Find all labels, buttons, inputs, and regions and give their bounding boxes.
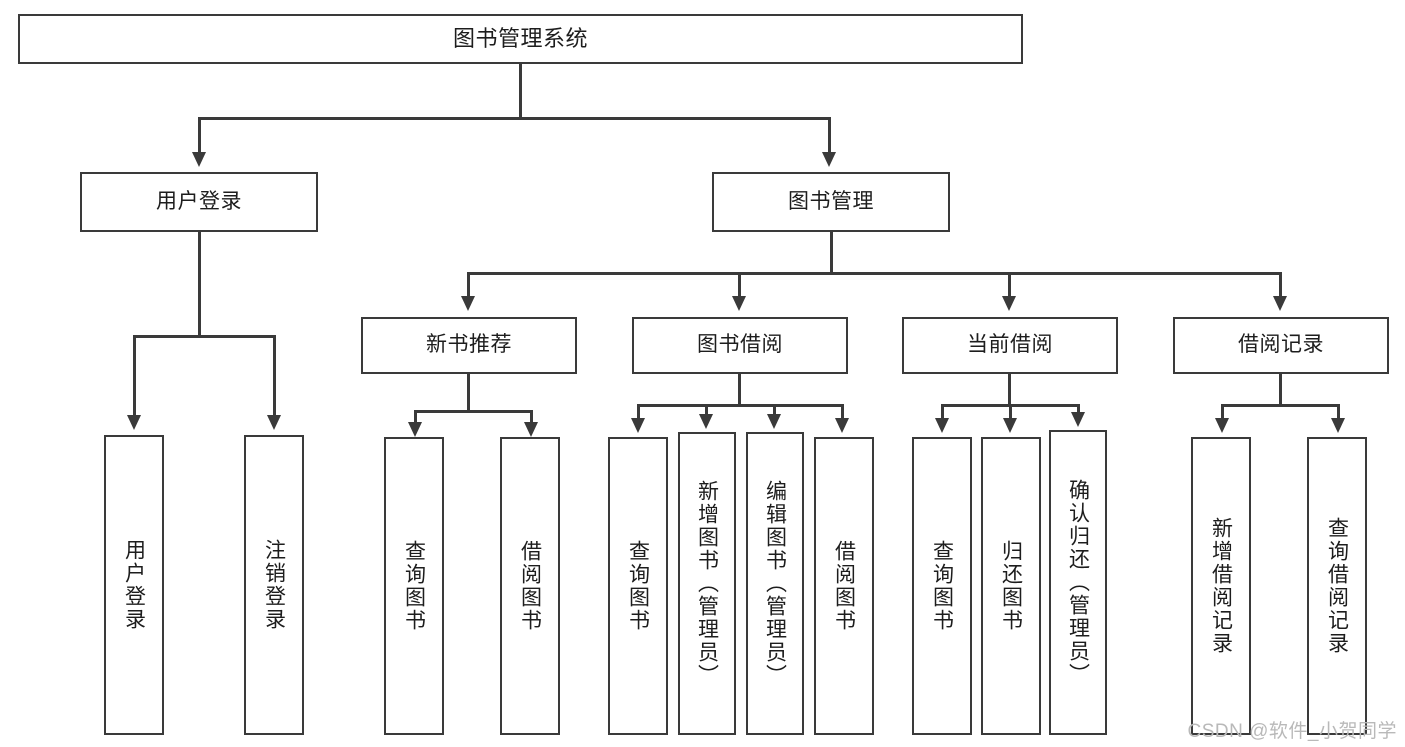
arrowhead-leaf-logout	[267, 415, 281, 430]
connector-book-borrow-drop-1	[637, 404, 640, 420]
node-current-borrow[interactable]: 当前借阅	[902, 317, 1118, 374]
arrowhead-leaf-confirm-return	[1071, 412, 1085, 427]
node-label: 借阅记录	[1238, 333, 1324, 357]
connector-book-borrow-drop-4	[841, 404, 844, 420]
node-leaf-borrow-book-2[interactable]: 借阅图书	[814, 437, 874, 735]
node-leaf-add-book[interactable]: 新增图书（管理员）	[678, 432, 736, 735]
node-leaf-return-book[interactable]: 归还图书	[981, 437, 1041, 735]
connector-book-borrow-drop-2	[705, 404, 708, 416]
arrowhead-leaf-user-login	[127, 415, 141, 430]
connector-to-current-borrow	[1008, 272, 1011, 298]
connector-new-book-drop-2	[530, 410, 533, 424]
node-label: 用户登录	[122, 539, 146, 631]
arrowhead-to-borrow-record	[1273, 296, 1287, 311]
node-leaf-logout[interactable]: 注销登录	[244, 435, 304, 735]
node-leaf-edit-book[interactable]: 编辑图书（管理员）	[746, 432, 804, 735]
node-label: 借阅图书	[832, 540, 856, 632]
connector-root-stem	[519, 64, 522, 117]
arrowhead-leaf-query-book-2	[631, 418, 645, 433]
connector-current-borrow-drop-2	[1009, 404, 1012, 420]
node-user-login[interactable]: 用户登录	[80, 172, 318, 232]
node-label: 新书推荐	[426, 333, 512, 357]
node-borrow-record[interactable]: 借阅记录	[1173, 317, 1389, 374]
connector-new-book-drop-1	[414, 410, 417, 424]
arrowhead-leaf-add-book	[699, 414, 713, 429]
node-label: 新增图书（管理员）	[695, 480, 719, 687]
node-leaf-query-book-2[interactable]: 查询图书	[608, 437, 668, 735]
arrowhead-to-book-borrow	[732, 296, 746, 311]
arrowhead-leaf-borrow-book-1	[524, 422, 538, 437]
node-leaf-query-record[interactable]: 查询借阅记录	[1307, 437, 1367, 735]
node-book-manage[interactable]: 图书管理	[712, 172, 950, 232]
connector-user-login-drop-1	[133, 335, 136, 417]
node-leaf-confirm-return[interactable]: 确认归还（管理员）	[1049, 430, 1107, 735]
arrowhead-leaf-return-book	[1003, 418, 1017, 433]
arrowhead-leaf-query-book-1	[408, 422, 422, 437]
node-root-book-management-system[interactable]: 图书管理系统	[18, 14, 1023, 64]
arrowhead-leaf-edit-book	[767, 414, 781, 429]
node-label: 查询图书	[930, 540, 954, 632]
arrowhead-leaf-add-record	[1215, 418, 1229, 433]
node-leaf-query-book-3[interactable]: 查询图书	[912, 437, 972, 735]
arrowhead-to-book-manage	[822, 152, 836, 167]
connector-to-book-borrow	[738, 272, 741, 298]
arrowhead-to-current-borrow	[1002, 296, 1016, 311]
connector-user-login-drop-2	[273, 335, 276, 417]
node-label: 图书管理系统	[452, 26, 588, 52]
node-label: 归还图书	[999, 540, 1023, 632]
node-label: 查询图书	[402, 540, 426, 632]
connector-book-manage-stem	[830, 232, 833, 272]
node-label: 新增借阅记录	[1209, 517, 1233, 655]
node-label: 图书管理	[788, 189, 874, 213]
arrowhead-leaf-query-record	[1331, 418, 1345, 433]
node-label: 借阅图书	[518, 540, 542, 632]
connector-to-borrow-record	[1279, 272, 1282, 298]
connector-borrow-record-stem	[1279, 374, 1282, 404]
connector-borrow-record-drop-2	[1337, 404, 1340, 420]
node-leaf-query-book-1[interactable]: 查询图书	[384, 437, 444, 735]
connector-to-new-book-recommend	[467, 272, 470, 298]
connector-user-login-stem	[198, 232, 201, 335]
node-label: 查询借阅记录	[1325, 517, 1349, 655]
connector-new-book-stem	[467, 374, 470, 410]
connector-level3-bar	[467, 272, 1282, 275]
node-leaf-user-login[interactable]: 用户登录	[104, 435, 164, 735]
node-leaf-add-record[interactable]: 新增借阅记录	[1191, 437, 1251, 735]
arrowhead-to-new-book-recommend	[461, 296, 475, 311]
connector-book-borrow-drop-3	[773, 404, 776, 416]
node-label: 查询图书	[626, 540, 650, 632]
connector-book-borrow-stem	[738, 374, 741, 404]
node-label: 确认归还（管理员）	[1066, 479, 1090, 686]
node-label: 注销登录	[262, 539, 286, 631]
node-label: 当前借阅	[967, 333, 1053, 357]
connector-book-borrow-bar	[637, 404, 843, 407]
node-label: 用户登录	[156, 189, 242, 213]
connector-current-borrow-drop-1	[941, 404, 944, 420]
connector-to-book-manage	[828, 117, 831, 154]
connector-borrow-record-drop-1	[1221, 404, 1224, 420]
connector-current-borrow-drop-3	[1077, 404, 1080, 414]
node-new-book-recommend[interactable]: 新书推荐	[361, 317, 577, 374]
node-label: 编辑图书（管理员）	[763, 480, 787, 687]
connector-new-book-bar	[414, 410, 532, 413]
arrowhead-leaf-borrow-book-2	[835, 418, 849, 433]
connector-current-borrow-stem	[1008, 374, 1011, 404]
connector-user-login-bar	[133, 335, 275, 338]
node-label: 图书借阅	[697, 333, 783, 357]
arrowhead-leaf-query-book-3	[935, 418, 949, 433]
node-book-borrow[interactable]: 图书借阅	[632, 317, 848, 374]
connector-to-user-login	[198, 117, 201, 154]
arrowhead-to-user-login	[192, 152, 206, 167]
node-leaf-borrow-book-1[interactable]: 借阅图书	[500, 437, 560, 735]
connector-borrow-record-bar	[1221, 404, 1339, 407]
connector-level2-bar	[198, 117, 830, 120]
